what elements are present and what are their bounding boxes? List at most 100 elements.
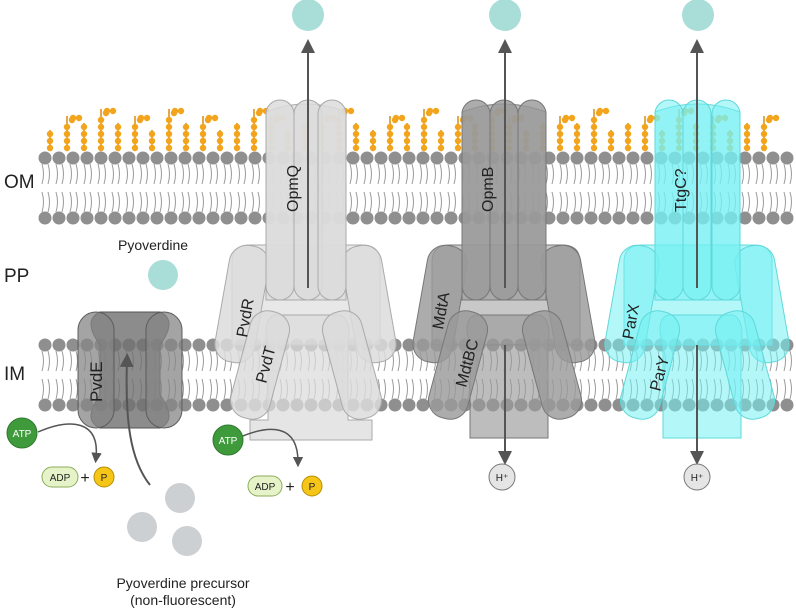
lps-sugar bbox=[148, 137, 156, 145]
lps-sugar bbox=[437, 130, 445, 138]
om-lipid-tail bbox=[47, 163, 50, 185]
om-lipid-tail bbox=[447, 191, 450, 213]
om-lipid-tail bbox=[83, 163, 86, 185]
lps-sugar bbox=[573, 137, 581, 145]
om-lipid-tail bbox=[349, 191, 352, 213]
im-lipid-tail bbox=[61, 350, 64, 372]
om-lipid-tail bbox=[419, 191, 422, 213]
om-lipid-head bbox=[640, 151, 654, 165]
lps-sugar bbox=[182, 123, 190, 131]
om-lipid-tail bbox=[453, 163, 456, 185]
im-lipid-tail bbox=[783, 378, 786, 400]
im-lipid-tail bbox=[209, 350, 212, 372]
lps-sugar bbox=[386, 137, 394, 145]
lps-sugar bbox=[114, 130, 122, 138]
lps-sugar bbox=[743, 137, 751, 145]
im-lipid-tail bbox=[615, 378, 618, 400]
om-lipid-tail bbox=[643, 191, 646, 213]
lps-sugar bbox=[624, 130, 632, 138]
proton-label-2: H⁺ bbox=[691, 473, 704, 484]
lps-sugar bbox=[250, 137, 258, 145]
om-lipid-head bbox=[220, 211, 234, 225]
im-lipid-tail bbox=[201, 378, 204, 400]
om-lipid-tail bbox=[167, 163, 170, 185]
lps-sugar bbox=[97, 137, 105, 145]
im-lipid-tail bbox=[47, 350, 50, 372]
pyoverdine-exported-2 bbox=[489, 0, 521, 31]
om-lipid-tail bbox=[439, 163, 442, 185]
im-lipid-tail bbox=[209, 378, 212, 400]
om-lipid-tail bbox=[103, 191, 106, 213]
om-lipid-tail bbox=[397, 163, 400, 185]
im-lipid-tail bbox=[391, 378, 394, 400]
adp-molecule-2 bbox=[247, 475, 283, 497]
om-lipid-tail bbox=[587, 191, 590, 213]
mdtabc-opmb-pump bbox=[412, 99, 596, 439]
lps-sugar-branch bbox=[103, 107, 111, 115]
om-lipid-tail bbox=[257, 163, 260, 185]
im-lipid-tail bbox=[601, 350, 604, 372]
im-lipid-tail bbox=[187, 350, 190, 372]
om-lipid-head bbox=[248, 151, 262, 165]
lps-sugar-branch bbox=[143, 114, 151, 122]
proton-1 bbox=[488, 463, 516, 491]
om-lipid-head bbox=[66, 211, 80, 225]
im-lipid-tail bbox=[419, 378, 422, 400]
om-lipid-tail bbox=[377, 163, 380, 185]
lps-sugar bbox=[590, 137, 598, 145]
precursor-label-line2: (non-fluorescent) bbox=[130, 592, 236, 608]
phosphate-1 bbox=[93, 466, 115, 488]
om-lipid-tail bbox=[139, 163, 142, 185]
pvdrt-opmq-pump bbox=[214, 99, 397, 441]
lps-sugar bbox=[216, 137, 224, 145]
om-lipid-tail bbox=[223, 163, 226, 185]
precursor-molecule-3 bbox=[172, 526, 202, 556]
lps-sugar bbox=[199, 137, 207, 145]
om-lipid-tail bbox=[237, 191, 240, 213]
phosphate-2 bbox=[301, 475, 323, 497]
om-lipid-tail bbox=[579, 191, 582, 213]
lps-sugar bbox=[63, 144, 71, 152]
lps-sugar bbox=[233, 123, 241, 131]
om-lipid-head bbox=[234, 211, 248, 225]
lps-sugar bbox=[131, 123, 139, 131]
lps-sugar bbox=[131, 137, 139, 145]
lps-sugar bbox=[250, 123, 258, 131]
om-lipid-tail bbox=[55, 191, 58, 213]
om-lipid-tail bbox=[769, 191, 772, 213]
om-lipid-tail bbox=[635, 163, 638, 185]
lps-sugar bbox=[403, 137, 411, 145]
im-lipid-head bbox=[52, 338, 66, 352]
lps-sugar bbox=[641, 137, 649, 145]
om-lipid-tail bbox=[783, 191, 786, 213]
lps-sugar bbox=[760, 123, 768, 131]
om-lipid-tail bbox=[573, 191, 576, 213]
om-lipid-head bbox=[94, 151, 108, 165]
im-lipid-tail bbox=[215, 350, 218, 372]
om-lipid-head bbox=[206, 211, 220, 225]
im-lipid-head bbox=[416, 398, 430, 412]
lps-sugar-branch bbox=[211, 114, 219, 122]
lps-sugar bbox=[624, 137, 632, 145]
lps-sugar bbox=[148, 130, 156, 138]
im-lipid-tail bbox=[397, 378, 400, 400]
lps-sugar-branch bbox=[75, 114, 83, 122]
lps-sugar bbox=[148, 144, 156, 152]
om-lipid-head bbox=[66, 151, 80, 165]
im-lipid-tail bbox=[601, 378, 604, 400]
lps-sugar bbox=[573, 144, 581, 152]
lps-sugar bbox=[182, 130, 190, 138]
om-lipid-tail bbox=[649, 163, 652, 185]
om-lipid-tail bbox=[741, 163, 744, 185]
lps-sugar bbox=[233, 130, 241, 138]
om-lipid-tail bbox=[635, 191, 638, 213]
om-lipid-tail bbox=[195, 191, 198, 213]
om-lipid-tail bbox=[559, 163, 562, 185]
im-lipid-tail bbox=[201, 350, 204, 372]
om-lipid-head bbox=[766, 151, 780, 165]
om-lipid-tail bbox=[411, 163, 414, 185]
om-lipid-tail bbox=[229, 163, 232, 185]
pyoverdine-exported-3 bbox=[682, 0, 714, 31]
atp-hydrolysis-arrow-2 bbox=[237, 428, 304, 468]
